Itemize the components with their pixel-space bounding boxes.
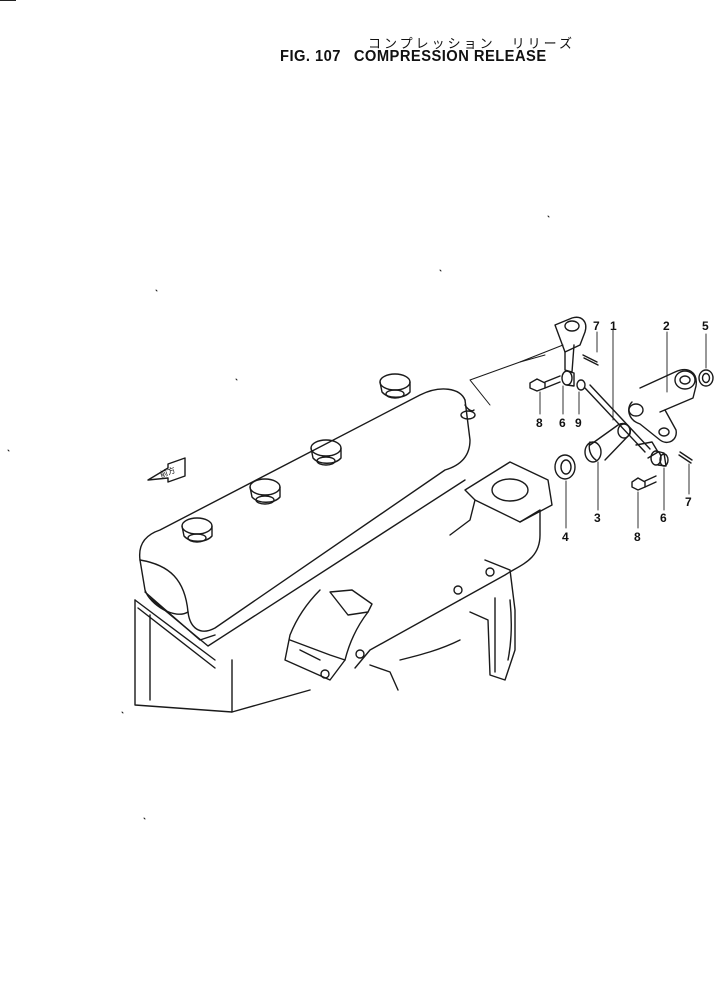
- part-6-collar-right: [650, 450, 669, 467]
- corner-registration-mark: [0, 0, 16, 1]
- filler-cap: [379, 373, 411, 399]
- figure-title: FIG. 107 COMPRESSION RELEASE: [280, 48, 547, 66]
- callout-9: 9: [575, 416, 582, 430]
- engine-block: [134, 599, 311, 713]
- part-8-bolt-right: [631, 475, 657, 491]
- part-2-lever: [628, 368, 697, 444]
- callout-7: 7: [593, 319, 600, 333]
- scan-specks: [7, 215, 550, 820]
- part-9-washer: [576, 379, 586, 391]
- callout-numbers: 7 1 2 5 8 6 9 3 4 8 6 7: [536, 319, 709, 544]
- oil-filler-caps: [181, 373, 411, 543]
- leader-line: [469, 354, 546, 406]
- callout-1: 1: [610, 319, 617, 333]
- callout-7-right: 7: [685, 495, 692, 509]
- callout-2: 2: [663, 319, 670, 333]
- front-direction-arrow-icon: [147, 457, 186, 483]
- part-6-collar: [561, 370, 575, 387]
- part-7-split-pin-right: [678, 451, 693, 464]
- leader-line: [519, 344, 564, 363]
- figure-title-japanese: コンプレッション リリーズ: [368, 37, 575, 52]
- callout-6-right: 6: [660, 511, 667, 525]
- figure-title-english: COMPRESSION RELEASE: [353, 48, 547, 65]
- part-1-rod: [584, 384, 659, 459]
- part-8-bolt: [529, 375, 561, 392]
- callout-4: 4: [562, 530, 569, 544]
- callout-8: 8: [536, 416, 543, 430]
- front-direction-label: 前方: [158, 465, 176, 480]
- filler-cap: [249, 478, 281, 505]
- callout-6: 6: [559, 416, 566, 430]
- filler-cap: [181, 517, 213, 543]
- part-4-seal-ring: [554, 454, 576, 480]
- callout-8-right: 8: [634, 530, 641, 544]
- part-bracket-top: [554, 316, 587, 373]
- valve-cover: [138, 388, 476, 647]
- part-3-sleeve: [584, 422, 632, 463]
- callout-3: 3: [594, 511, 601, 525]
- callout-5: 5: [702, 319, 709, 333]
- manifold: [284, 461, 553, 691]
- part-7-split-pin: [582, 354, 599, 366]
- part-5-snap-ring: [698, 369, 714, 387]
- filler-cap: [310, 439, 342, 466]
- callout-leaders: [539, 329, 707, 529]
- figure-number: FIG. 107: [280, 48, 341, 65]
